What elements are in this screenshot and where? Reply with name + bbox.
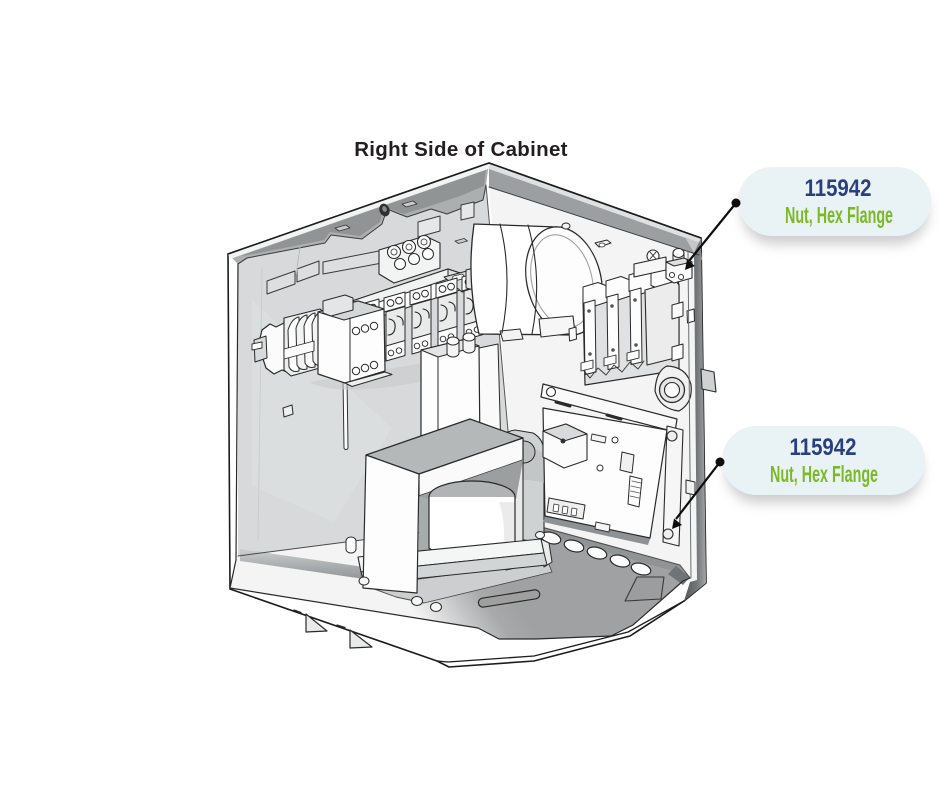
svg-text:115942: 115942 <box>790 434 857 461</box>
svg-text:Nut, Hex Flange: Nut, Hex Flange <box>770 461 878 487</box>
svg-text:Nut, Hex Flange: Nut, Hex Flange <box>785 202 893 228</box>
svg-text:Right Side of Cabinet: Right Side of Cabinet <box>354 138 568 161</box>
svg-text:115942: 115942 <box>805 175 872 202</box>
